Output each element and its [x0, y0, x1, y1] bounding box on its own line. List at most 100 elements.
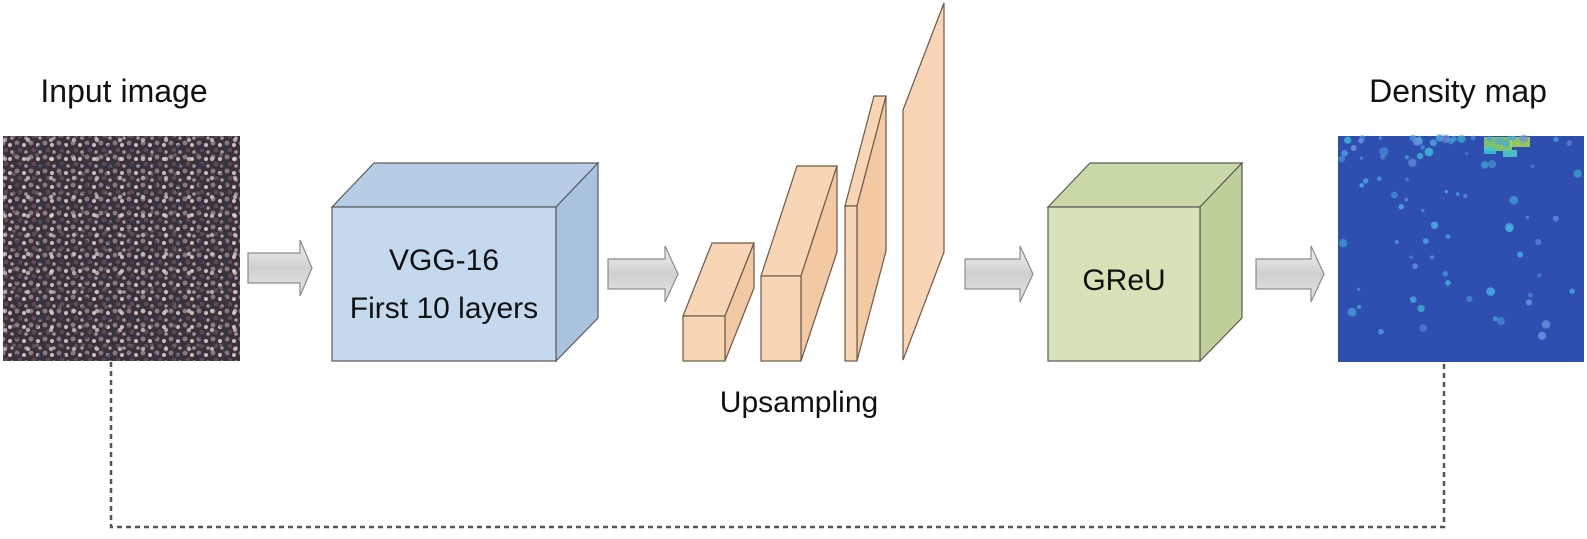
density-spot [1528, 292, 1533, 298]
density-spot [1338, 238, 1348, 248]
vgg-title: VGG-16 [389, 244, 499, 277]
upsampling-stage-3 [844, 95, 887, 362]
density-spot [1343, 136, 1352, 144]
density-spot [1416, 137, 1422, 143]
density-spot [1421, 208, 1425, 213]
density-spot [1486, 137, 1491, 142]
density-spot [1404, 197, 1409, 202]
density-spot [1505, 223, 1514, 232]
density-spot [1422, 238, 1429, 244]
density-spot [1525, 299, 1533, 306]
density-spot [1338, 155, 1345, 163]
crowd-image [3, 136, 240, 361]
density-spot [1404, 155, 1410, 160]
vgg-subtitle: First 10 layers [350, 292, 538, 325]
density-spot [1573, 169, 1582, 178]
density-spot [1480, 161, 1489, 169]
density-spot [1517, 251, 1524, 258]
vgg-16-block: VGG-16 First 10 layers [330, 161, 600, 363]
density-spot [1525, 215, 1530, 220]
greu-label: GReU [1082, 264, 1165, 297]
density-spot [1502, 140, 1511, 148]
density-spot [1537, 273, 1542, 278]
density-spot [1435, 134, 1444, 142]
arrow-input-to-vgg [247, 239, 313, 297]
density-spot [1470, 135, 1476, 141]
upsampling-stage-1 [682, 242, 755, 362]
density-spot [1394, 240, 1399, 244]
density-spot [1519, 134, 1529, 144]
density-spot [1450, 136, 1457, 143]
density-spot [1430, 255, 1435, 260]
density-spot [1465, 152, 1469, 156]
density-spot [1405, 177, 1409, 182]
density-spot [1488, 160, 1497, 169]
density-spot [1566, 140, 1573, 146]
input-node: Input image [3, 73, 240, 361]
density-spot [1376, 176, 1382, 181]
arrow-upsampling-to-greu [964, 245, 1034, 303]
density-map-label: Density map [1369, 73, 1547, 109]
density-spot [1362, 178, 1369, 184]
output-node: Density map [1338, 73, 1584, 362]
density-spot [1419, 324, 1428, 333]
arrow-greu-to-output [1255, 245, 1325, 303]
density-spot [1486, 287, 1496, 296]
density-spot [1378, 136, 1383, 140]
density-spot [1412, 263, 1418, 270]
density-spot [1350, 145, 1357, 152]
density-spot [1378, 328, 1384, 335]
density-spot [1430, 221, 1439, 229]
density-spot [1379, 147, 1389, 157]
density-spot [1552, 215, 1559, 222]
density-spot [1444, 190, 1448, 194]
density-spot [1356, 287, 1361, 292]
density-spot [1341, 149, 1348, 157]
density-spot [1494, 137, 1502, 145]
density-spot [1510, 135, 1516, 141]
density-spot [1424, 147, 1434, 157]
density-spot [1466, 295, 1473, 303]
density-spot [1359, 135, 1366, 141]
upsampling-stage-2 [760, 165, 838, 362]
density-spot [1410, 296, 1417, 303]
density-spot [1408, 158, 1417, 167]
density-spot [1537, 331, 1547, 340]
density-spot [1487, 145, 1492, 150]
density-spot [1507, 135, 1512, 141]
density-spot [1442, 270, 1449, 277]
density-spot [1553, 136, 1559, 143]
density-spot [1541, 320, 1551, 329]
density-spot [1359, 156, 1364, 160]
upsampling-stage-4 [902, 2, 945, 361]
input-image-label: Input image [40, 73, 207, 109]
density-spot [1455, 192, 1460, 196]
density-spot [1416, 152, 1424, 160]
upsampling-block: Upsampling [682, 2, 945, 419]
density-spot [1445, 234, 1451, 240]
density-spot [1420, 145, 1425, 150]
density-spot [1441, 134, 1451, 144]
density-spot [1445, 280, 1451, 286]
density-spot [1359, 183, 1364, 188]
density-spot [1429, 139, 1437, 147]
density-spot [1530, 164, 1535, 169]
density-spot [1496, 317, 1506, 326]
skip-connection [109, 362, 1446, 529]
density-spot [1391, 191, 1398, 199]
density-spot [1409, 255, 1413, 260]
density-spot [1463, 193, 1468, 199]
density-spot [1356, 304, 1362, 310]
density-spot [1398, 203, 1405, 210]
arrow-vgg-to-upsampling [607, 245, 679, 303]
density-spot [1417, 304, 1425, 313]
greu-block: GReU [1046, 161, 1244, 363]
upsampling-label: Upsampling [720, 386, 878, 419]
density-spot [1509, 195, 1519, 205]
density-spot [1347, 307, 1357, 317]
density-spot [1535, 239, 1542, 246]
density-heatmap [1338, 134, 1584, 362]
density-spot [1492, 316, 1498, 322]
density-spot [1457, 134, 1466, 143]
